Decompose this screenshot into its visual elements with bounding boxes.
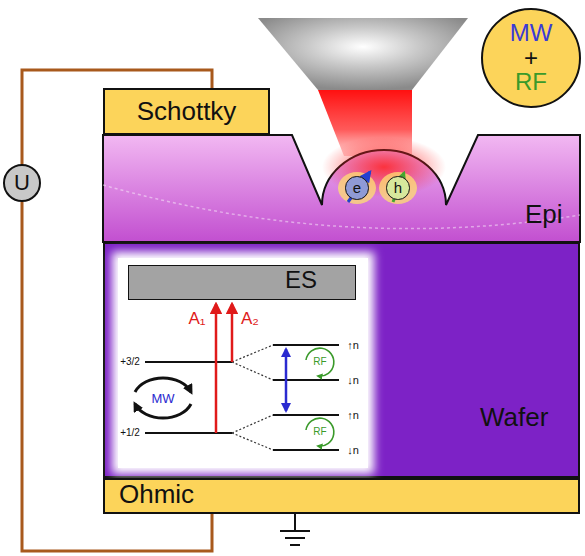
optical-transition (215, 304, 218, 433)
electron: e (345, 176, 368, 199)
rf-label: RF (313, 427, 326, 437)
inset-panel (118, 258, 368, 468)
transition-label: A₂ (241, 310, 259, 327)
node-label: RF (515, 70, 547, 94)
objective-lens (258, 18, 468, 90)
exciton-glow (338, 172, 376, 204)
nuclear-spin-label: ↑n (347, 410, 359, 421)
nuclear-spin-label: ↓n (347, 445, 359, 456)
spin-label: +1/2 (120, 428, 140, 438)
inset-glow (112, 252, 374, 474)
rf-label: RF (313, 357, 326, 367)
node-label: MW (510, 21, 553, 45)
nuclear-spin-label: ↓n (347, 375, 359, 386)
node-label: + (524, 46, 538, 70)
node-label: h (394, 180, 402, 195)
node-label: ES (285, 268, 317, 292)
excited-state: ES (128, 265, 356, 300)
epi-layer (103, 135, 580, 242)
wafer: Wafer ES (103, 242, 580, 478)
rf-cycle-arrow (306, 418, 334, 446)
mw-cycle-arrow (135, 378, 191, 392)
exciton-glow (379, 172, 417, 204)
schottky-contact: Schottky (103, 88, 270, 135)
node-label: U (14, 172, 30, 194)
voltage-source: U (3, 164, 41, 202)
epi-layer: Epi e h (103, 135, 580, 242)
node-label: Schottky (137, 98, 237, 125)
node-label: Epi (525, 201, 563, 228)
ground-symbol (280, 514, 310, 545)
hole: h (386, 176, 409, 199)
splitting-lines (232, 345, 273, 450)
node-label: Ohmic (119, 481, 194, 508)
energy-levels (145, 345, 339, 450)
mw-cycle-arrow (135, 404, 191, 418)
nmr-transition (285, 349, 288, 411)
mw-rf-source: MW+RF (481, 8, 581, 108)
mw-label: MW (151, 392, 174, 405)
spin-label: +3/2 (120, 357, 140, 367)
nuclear-spin-label: ↑n (347, 340, 359, 351)
epi-illustration (103, 135, 580, 242)
node-label: Wafer (480, 404, 548, 431)
optical-transition (231, 304, 234, 362)
ohmic-contact: Ohmic (103, 478, 580, 514)
transition-label: A₁ (188, 310, 205, 327)
rf-cycle-arrow (306, 348, 334, 376)
node-label: e (353, 180, 361, 195)
